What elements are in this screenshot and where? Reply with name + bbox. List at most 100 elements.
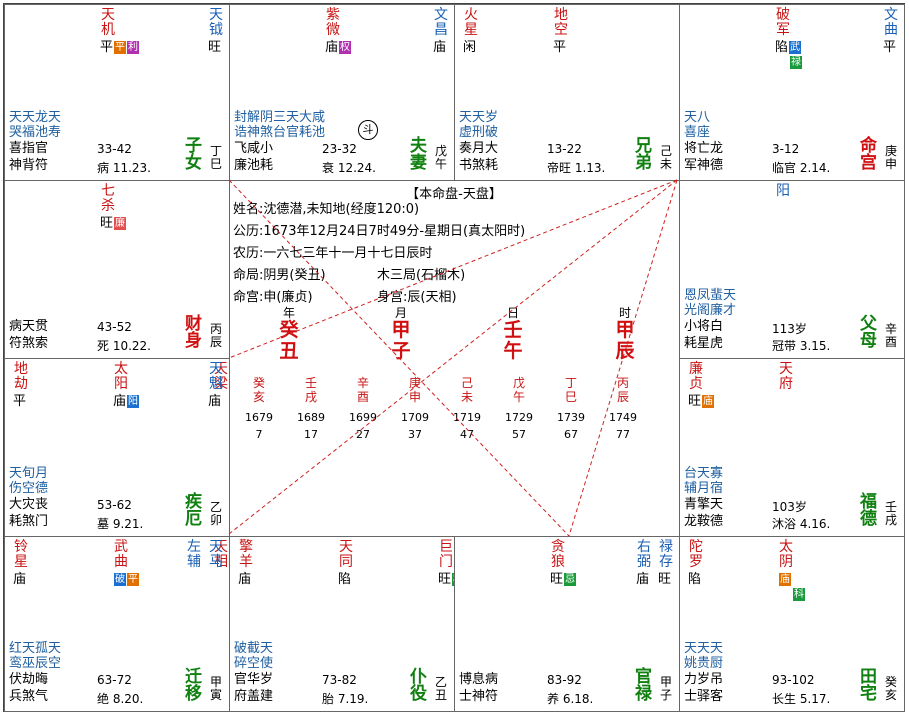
minor-stars-hai: 天天天 bbox=[684, 641, 724, 656]
palace-name-chen: 财身 bbox=[185, 314, 202, 351]
minor-stars-xu: 台天寡 bbox=[684, 466, 724, 481]
brightness-shen-0: 陷武 bbox=[775, 41, 802, 55]
star-char: 天 bbox=[209, 539, 223, 555]
info-line4b: 木三局(石榴木) bbox=[377, 268, 466, 283]
spirit-line1-you: 小将白 bbox=[684, 319, 724, 334]
palace-name-shen: 命宫 bbox=[860, 136, 877, 173]
star-char: 门 bbox=[439, 554, 453, 570]
sihua-row2-hai: 科 bbox=[792, 588, 805, 602]
star-mao-1: 太阳 bbox=[113, 362, 129, 392]
star-char: 昌 bbox=[434, 22, 448, 38]
star-char: 破 bbox=[776, 7, 790, 23]
dayun-7: 丙辰 bbox=[616, 376, 629, 404]
spirit-line1-mao: 大灾丧 bbox=[9, 497, 49, 512]
dayun-year-0: 1679 bbox=[245, 411, 273, 424]
age-range-hai: 93-102 bbox=[772, 673, 815, 687]
star-right-zi-1: 右弼 bbox=[636, 540, 652, 570]
info-line4a: 命局:阴男(癸丑) bbox=[233, 268, 326, 283]
star-char: 天 bbox=[339, 539, 353, 555]
minor-stars-chou: 碎空使 bbox=[234, 656, 274, 671]
ganzhi-wu: 戊午 bbox=[435, 144, 448, 171]
spirit-line2-you: 耗星虎 bbox=[684, 336, 724, 351]
star-char: 天 bbox=[209, 361, 223, 377]
spirit-line2-xu: 龙鞍德 bbox=[684, 514, 724, 529]
palace-name-mao: 疾厄 bbox=[185, 492, 202, 529]
minor-stars-you: 恩凤蜚天 bbox=[684, 288, 737, 303]
brightness-yin-0: 庙 bbox=[13, 573, 26, 587]
star-char: 地 bbox=[554, 7, 568, 23]
ganzhi-mao: 乙卯 bbox=[210, 500, 223, 527]
star-char: 陀 bbox=[689, 539, 703, 555]
minor-stars-mao: 伤空德 bbox=[9, 481, 49, 496]
pillar-2: 壬午 bbox=[503, 319, 523, 362]
brightness-text: 陷 bbox=[688, 572, 702, 587]
dayun-year-5: 1729 bbox=[505, 411, 533, 424]
sihua-badge: 廉 bbox=[114, 217, 127, 230]
star-char: 魁 bbox=[209, 376, 223, 392]
sihua-badge: 武 bbox=[789, 41, 802, 54]
dayun-age-7: 77 bbox=[616, 428, 630, 441]
star-zi-0: 贪狼 bbox=[550, 540, 566, 570]
star-char: 曲 bbox=[884, 22, 898, 38]
star-char: 府 bbox=[779, 376, 793, 392]
star-char: 擎 bbox=[239, 539, 253, 555]
brightness-hai-1: 庙 bbox=[778, 573, 791, 587]
brightness-wei-1: 平 bbox=[553, 41, 566, 55]
star-char: 曲 bbox=[114, 554, 128, 570]
brightness-chen-0: 旺廉 bbox=[100, 217, 127, 231]
star-char: 罗 bbox=[689, 554, 703, 570]
star-char: 存 bbox=[659, 554, 673, 570]
spirit-line2-shen: 军神德 bbox=[684, 158, 724, 173]
star-chou-2: 巨门 bbox=[438, 540, 454, 570]
star-char: 钺 bbox=[209, 22, 223, 38]
star-char: 天 bbox=[209, 7, 223, 23]
dayun-year-6: 1739 bbox=[557, 411, 585, 424]
star-char: 杀 bbox=[101, 198, 115, 214]
star-char: 天 bbox=[214, 539, 228, 555]
palace-name-hai: 田宅 bbox=[860, 667, 877, 704]
info-line1: 姓名:沈德潜,未知地(经度120:0) bbox=[233, 202, 420, 217]
pillar-0: 癸丑 bbox=[279, 319, 299, 362]
stage-hai: 长生 5.17. bbox=[772, 692, 831, 706]
star-wu-0: 紫微 bbox=[325, 8, 341, 38]
brightness-text: 庙 bbox=[113, 394, 127, 409]
star-char: 军 bbox=[776, 22, 790, 38]
star-char: 七 bbox=[101, 183, 115, 199]
star-char: 梁 bbox=[214, 376, 228, 392]
age-range-xu: 103岁 bbox=[772, 500, 807, 514]
star-char: 星 bbox=[464, 22, 478, 38]
star-char: 太 bbox=[114, 361, 128, 377]
palace-name-yin: 迁移 bbox=[185, 667, 202, 704]
stage-wu: 衰 12.24. bbox=[322, 161, 376, 175]
brightness-right-zi-1: 庙 bbox=[636, 572, 650, 587]
brightness-text: 平 bbox=[553, 40, 567, 55]
palace-name-wu: 夫妻 bbox=[410, 136, 427, 173]
sihua-badge: 忌 bbox=[564, 573, 577, 586]
dayun-age-5: 57 bbox=[512, 428, 526, 441]
ganzhi-yin: 甲寅 bbox=[210, 675, 223, 702]
dayun-year-7: 1749 bbox=[609, 411, 637, 424]
dayun-year-2: 1699 bbox=[349, 411, 377, 424]
star-char: 文 bbox=[434, 7, 448, 23]
brightness-text: 庙 bbox=[13, 572, 27, 587]
brightness-right-zi-0: 旺 bbox=[658, 572, 672, 587]
dayun-age-4: 47 bbox=[460, 428, 474, 441]
age-range-zi: 83-92 bbox=[547, 673, 582, 687]
dayun-2: 辛酉 bbox=[356, 376, 369, 404]
star-char: 天 bbox=[214, 361, 228, 377]
minor-stars-you: 光阁廉才 bbox=[684, 303, 737, 318]
stage-yin: 绝 8.20. bbox=[97, 692, 144, 706]
star-right-yin-0: 天马 bbox=[208, 540, 224, 570]
